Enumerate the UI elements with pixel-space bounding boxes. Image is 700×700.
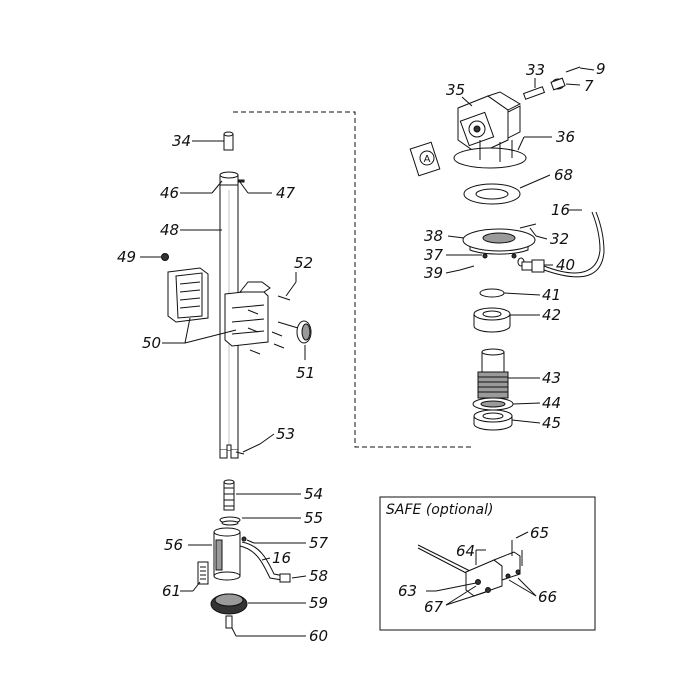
part-68-ring (463, 183, 521, 205)
part-7-coupling (550, 77, 566, 91)
marker-a-tag: A (409, 141, 441, 177)
safe-box-title: SAFE (optional) (386, 502, 493, 518)
callout-37: 37 (424, 246, 444, 264)
callout-41: 41 (542, 286, 561, 304)
part-49-nut (161, 253, 169, 261)
part-61-label-plate (197, 561, 209, 585)
assembly-path-dashed (233, 111, 473, 448)
callout-38: 38 (424, 227, 443, 245)
callout-51: 51 (296, 364, 315, 382)
callout-60: 60 (309, 627, 328, 645)
callout-40: 40 (556, 256, 575, 274)
callout-39: 39 (424, 264, 443, 282)
callout-64: 64 (456, 542, 475, 560)
part-60-screw (225, 615, 233, 629)
callout-16-top: 16 (551, 201, 570, 219)
callout-49: 49 (117, 248, 136, 266)
callout-32: 32 (550, 230, 569, 248)
part-44-ring (472, 397, 514, 411)
part-38-flange (462, 228, 536, 259)
callout-16-bottom: 16 (272, 549, 291, 567)
callout-45: 45 (542, 414, 561, 432)
callout-57: 57 (309, 534, 329, 552)
callout-48: 48 (160, 221, 179, 239)
callout-35: 35 (446, 81, 465, 99)
part-58-cable (239, 536, 291, 583)
callout-52: 52 (294, 254, 313, 272)
part-40-fitting (521, 259, 545, 273)
callout-42: 42 (542, 306, 561, 324)
part-35-gearbox (457, 91, 522, 155)
callout-56: 56 (164, 536, 183, 554)
callout-9: 9 (596, 60, 606, 78)
callout-61: 61 (162, 582, 181, 600)
callout-53: 53 (276, 425, 295, 443)
part-43-sleeve (477, 348, 509, 399)
part-32-screw (519, 223, 537, 229)
part-54-threaded-rod (223, 479, 235, 511)
callout-36: 36 (556, 128, 575, 146)
callout-66: 66 (538, 588, 557, 606)
part-51-knob (277, 320, 312, 344)
callout-59: 59 (309, 594, 328, 612)
callout-54: 54 (304, 485, 323, 503)
part-41-oring (479, 288, 505, 298)
callout-50: 50 (142, 334, 161, 352)
callout-46: 46 (160, 184, 179, 202)
callout-55: 55 (304, 509, 323, 527)
part-33-shaft (522, 86, 546, 100)
part-59-base-knob (210, 593, 248, 615)
callout-34: 34 (172, 132, 191, 150)
marker-a-letter: A (424, 154, 431, 165)
callout-68: 68 (554, 166, 573, 184)
part-45-bearing (473, 409, 513, 431)
part-55-clip (219, 516, 241, 526)
leader-lines (140, 67, 595, 637)
callout-7: 7 (584, 77, 594, 95)
callout-58: 58 (309, 567, 328, 585)
callout-43: 43 (542, 369, 561, 387)
part-56-housing (213, 527, 241, 581)
callout-63: 63 (398, 582, 417, 600)
part-16-cable-top (543, 211, 605, 278)
callout-47: 47 (276, 184, 296, 202)
part-34-top-pin (223, 131, 234, 151)
part-42-bushing (473, 307, 511, 333)
left-assembly (161, 131, 312, 629)
part-9-screw (565, 66, 581, 73)
part-46-tube-cap (219, 171, 245, 186)
part-53-screw (235, 451, 245, 455)
callout-65: 65 (530, 524, 549, 542)
callout-67: 67 (424, 598, 444, 616)
callout-33: 33 (526, 61, 545, 79)
right-assembly: A (409, 66, 605, 431)
callout-labels: 33 9 7 35 36 34 46 47 68 16 48 38 32 37 … (117, 60, 606, 645)
part-39-screw (459, 265, 475, 271)
callout-44: 44 (542, 394, 561, 412)
safe-optional-box: SAFE (optional) (379, 496, 596, 631)
part-50-clamp-left (167, 267, 209, 323)
part-36-mount-plate (453, 140, 527, 169)
part-52-screws (247, 295, 291, 355)
